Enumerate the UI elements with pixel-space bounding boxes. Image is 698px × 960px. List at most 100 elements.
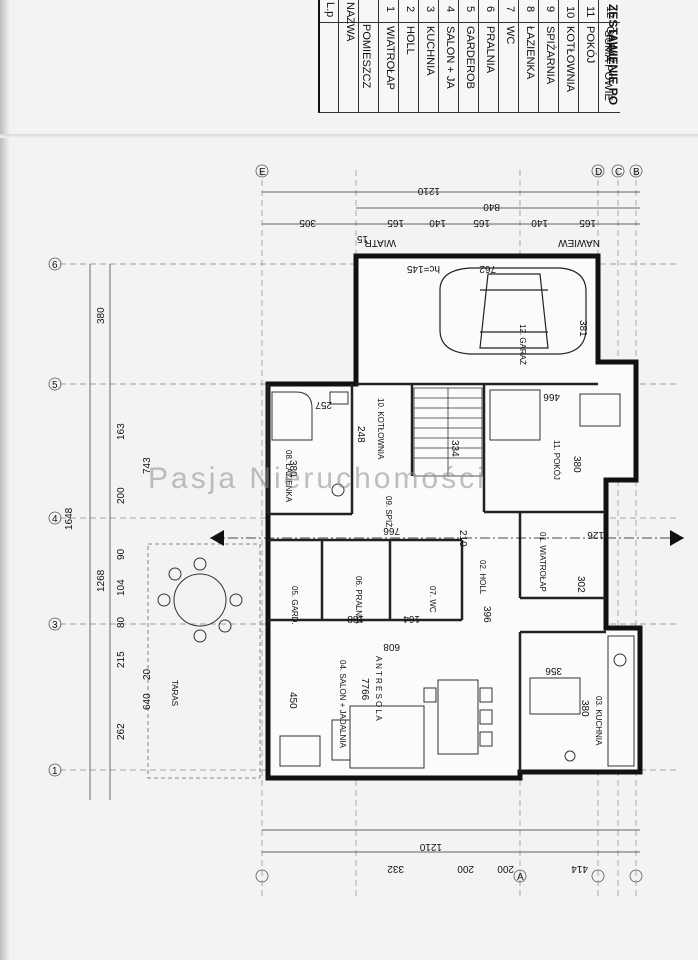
dim-text: 332 [387, 863, 404, 874]
axis-bubble [48, 257, 62, 271]
axis-bubbles [48, 164, 643, 883]
schedule-row-name: PRALNIA [484, 26, 496, 74]
room-label-kuchnia: 03. KUCHNIA [594, 696, 603, 746]
schedule-row-number: 2 [404, 6, 416, 13]
kitchen-furniture [529, 635, 635, 767]
dimension-texts: 1210 840 305 165 140 15 165 140 165 1210… [64, 185, 596, 874]
dim-text: 200 [497, 863, 514, 874]
schedule-col-divider [518, 0, 519, 112]
schedule-row-number: 7 [504, 6, 516, 13]
exterior-walls-top [265, 253, 643, 781]
dim-text: 1648 [64, 507, 75, 530]
dim-text: 20 [142, 668, 153, 680]
dim-text: 140 [429, 217, 446, 228]
schedule-col-divider [338, 0, 339, 112]
schedule-col-divider [598, 0, 599, 112]
dim-text: 381 [577, 320, 588, 337]
schedule-col-divider [418, 0, 419, 112]
schedule-col-divider [378, 0, 379, 112]
schedule-row-number: 8 [524, 6, 536, 13]
schedule-row-name: KOTŁOWNIA [564, 26, 576, 93]
floor-plan: 12. GARAŻ 11. POKÓJ 10. KOTŁOWNIA 08. ŁA… [48, 164, 684, 900]
axis-label: E [259, 167, 266, 178]
bedroom-furniture [489, 389, 621, 441]
room-label-kotlownia: 10. KOTŁOWNIA [376, 398, 385, 460]
schedule-row-number: 10 [564, 6, 576, 19]
room-label-holl: 02. HOLL [478, 560, 487, 595]
dim-text: 380 [571, 456, 582, 473]
living-furniture [279, 679, 493, 769]
dim-text: 200 [457, 863, 474, 874]
dim-text: 262 [116, 723, 127, 740]
section-arrow [670, 530, 684, 546]
room-label-spizarnia: 09. SPIŻ. [384, 496, 393, 529]
dim-text: 15 [356, 233, 368, 244]
dim-text: 80 [116, 616, 127, 628]
car-body [439, 267, 587, 355]
dim-text: 466 [543, 391, 560, 402]
dining-chair [479, 687, 493, 703]
schedule-row-name: POKÓJ [584, 26, 596, 64]
dim-text: 1210 [419, 841, 442, 852]
terrace-table [157, 557, 243, 643]
dim-text: 257 [315, 399, 332, 410]
tag-text: hc=145 [406, 263, 440, 274]
dim-text: 1268 [96, 569, 107, 592]
dim-text: 163 [116, 423, 127, 440]
dim-text: 165 [387, 217, 404, 228]
dim-text: 302 [575, 576, 586, 593]
tag-text: NAWIEW [558, 237, 600, 248]
room-label-taras: TARAS [170, 680, 179, 706]
room-label-wc: 07. WC [428, 586, 437, 613]
schedule-col-divider [478, 0, 479, 112]
dim-text: 396 [481, 606, 492, 623]
dim-text: 743 [142, 457, 153, 474]
schedule-col-divider [358, 0, 359, 112]
terrace-outline [147, 543, 261, 779]
toilet [329, 391, 349, 405]
washbasin [331, 483, 345, 497]
schedule-row-divider [320, 22, 620, 23]
dim-text: 165 [473, 217, 490, 228]
bathroom-fixtures [271, 391, 349, 497]
axis-label: B [633, 167, 640, 178]
schedule-row-name: WIATROŁAP [384, 26, 396, 90]
axis-bubble [591, 164, 605, 178]
floor-fill [268, 256, 640, 778]
schedule-row-number: 9 [544, 6, 556, 13]
dining-chair [479, 731, 493, 747]
dim-text: 165 [579, 217, 596, 228]
dim-text: 762 [479, 263, 496, 274]
dim-text: 305 [299, 217, 316, 228]
schedule-row-number: 6 [484, 6, 496, 13]
dim-text: 200 [116, 487, 127, 504]
room-label-pralnia: 06. PRALNIA [354, 576, 363, 624]
schedule-row-number: 5 [464, 6, 476, 13]
paper-fold [0, 134, 698, 138]
axis-label: C [615, 167, 622, 178]
schedule-col-divider [438, 0, 439, 112]
room-label-garaz: 12. GARAŻ [518, 324, 527, 365]
desk [579, 393, 621, 427]
schedule-row-name: SALON + JA [444, 26, 456, 89]
axis-bubble [513, 869, 527, 883]
schedule-col-divider [558, 0, 559, 112]
kitchen-counter [607, 635, 635, 767]
schedule-row-number: 4 [444, 6, 456, 13]
schedule-total: SUMA POWIE [602, 30, 614, 101]
dim-text: 450 [287, 692, 298, 709]
dim-text: 640 [142, 693, 153, 710]
dim-text: 356 [545, 665, 562, 676]
axis-bubble [591, 869, 605, 883]
sink [613, 653, 627, 667]
dim-text: 188 [347, 613, 364, 624]
axis-label: 4 [52, 514, 58, 525]
interior-dims: 762 381 466 380 257 380 248 334 766 210 … [287, 263, 604, 717]
axis-bubble [611, 164, 625, 178]
schedule-row-name: GARDEROB [464, 26, 476, 89]
axis-bubble [255, 869, 269, 883]
schedule-row-number: 12 [604, 6, 616, 19]
dim-text: 414 [571, 863, 588, 874]
chair [193, 557, 207, 571]
schedule-row-number: 11 [584, 6, 596, 18]
